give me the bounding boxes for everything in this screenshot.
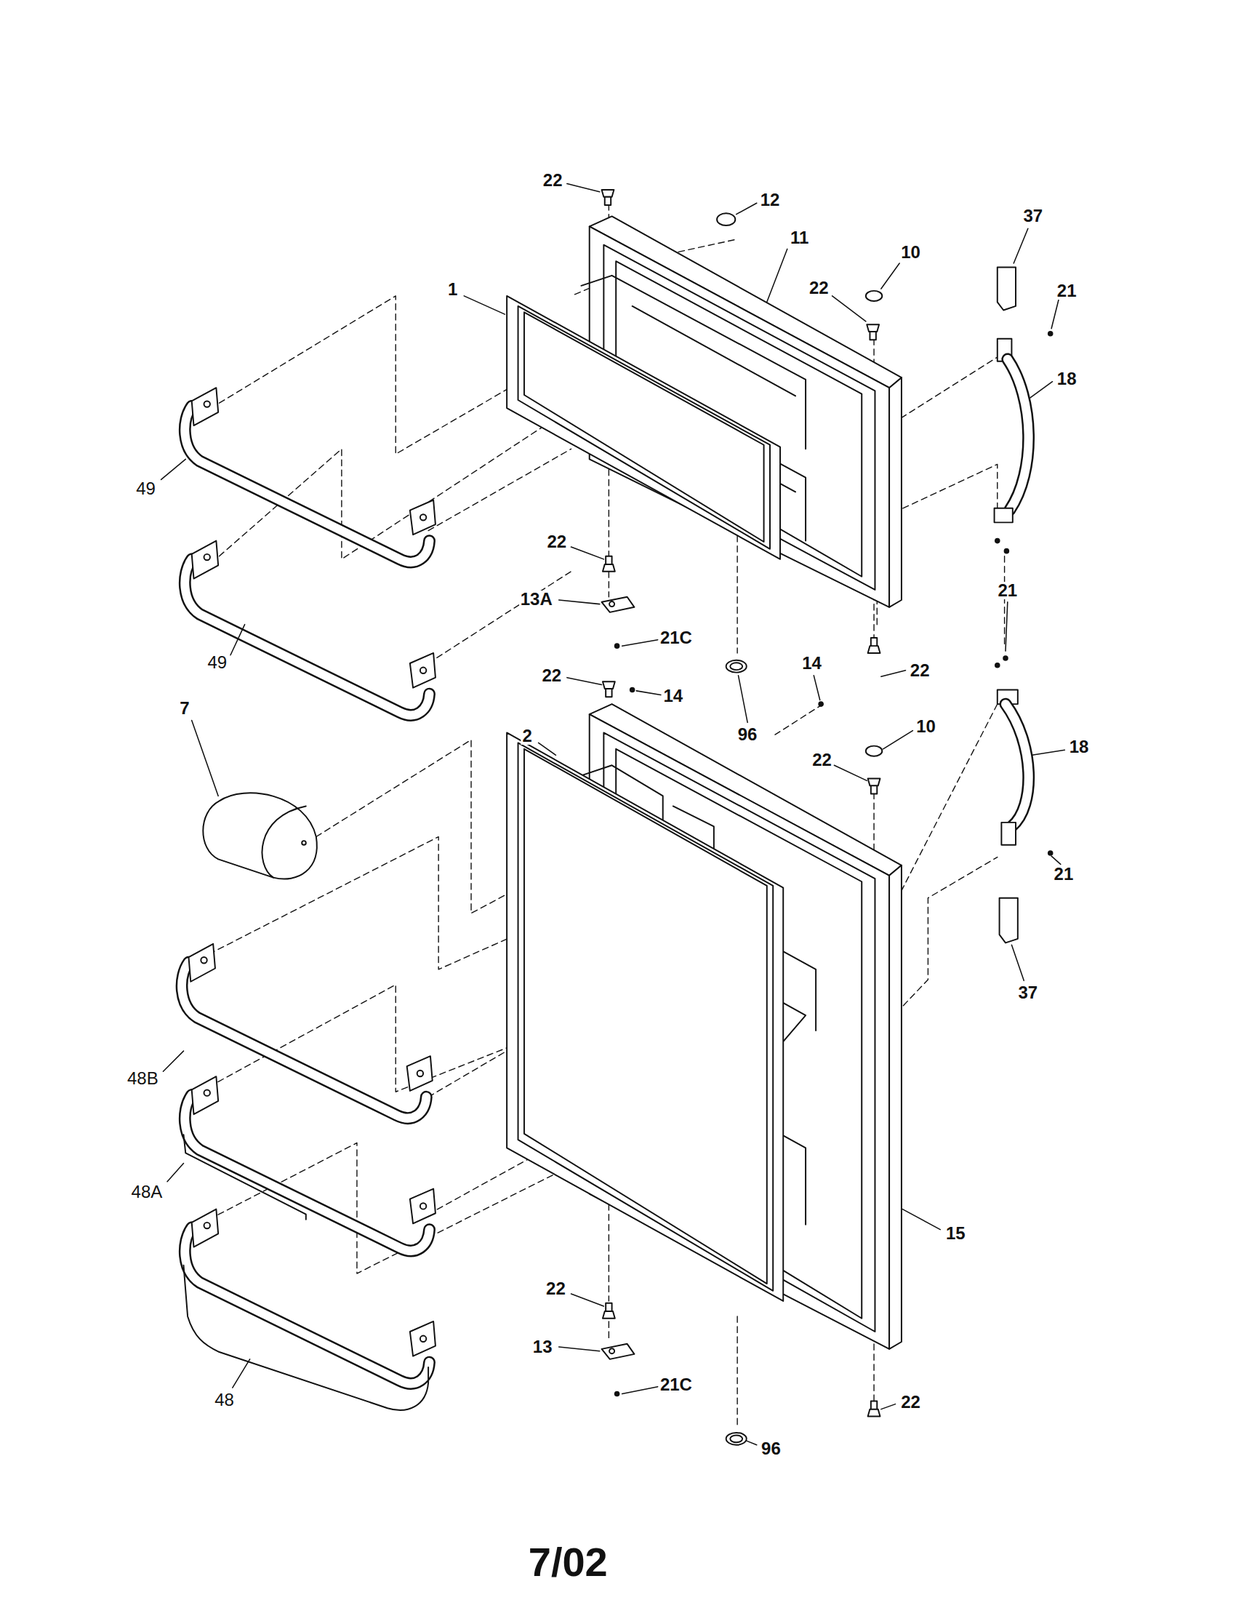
- callout-number: 12: [759, 191, 782, 209]
- callout-number: 1: [446, 280, 459, 299]
- callout-number: 22: [908, 661, 932, 680]
- callout-number: 22: [544, 1279, 568, 1298]
- callout-number: 11: [788, 229, 810, 247]
- callout-number: 7: [178, 699, 191, 717]
- callout-number: 21C: [658, 628, 694, 647]
- callout-number: 18: [1055, 370, 1079, 388]
- date-code: 7/02: [527, 1541, 610, 1583]
- callout-number: 13A: [519, 590, 555, 608]
- callout-number: 22: [545, 532, 568, 551]
- callout-number: 22: [541, 171, 565, 190]
- callout-number: 22: [540, 666, 563, 685]
- callout-number: 14: [800, 654, 824, 672]
- callout-number: 96: [736, 725, 760, 744]
- callout-number: 22: [899, 1393, 922, 1411]
- callout-number: 10: [914, 717, 938, 736]
- callout-number: 2: [520, 727, 533, 745]
- callout-number: 49: [134, 479, 158, 498]
- callout-number: 18: [1068, 737, 1091, 756]
- callout-number: 49: [205, 653, 229, 672]
- callout-number: 22: [807, 279, 831, 297]
- callout-number: 96: [759, 1439, 783, 1458]
- callout-number: 21C: [658, 1375, 694, 1394]
- callout-number: 14: [661, 687, 685, 705]
- callout-number: 37: [1017, 983, 1040, 1002]
- callout-number: 15: [944, 1224, 967, 1242]
- callout-number: 48A: [130, 1182, 165, 1201]
- callout-number: 21: [1055, 282, 1079, 300]
- callout-number: 10: [899, 243, 922, 262]
- callout-number: 22: [810, 751, 834, 769]
- callout-number: 13: [531, 1337, 555, 1356]
- callout-number: 48B: [125, 1069, 160, 1087]
- callout-number: 21: [1052, 865, 1076, 883]
- callout-number: 48: [213, 1390, 236, 1409]
- callout-number: 37: [1022, 207, 1045, 225]
- callout-number: 21: [996, 581, 1019, 600]
